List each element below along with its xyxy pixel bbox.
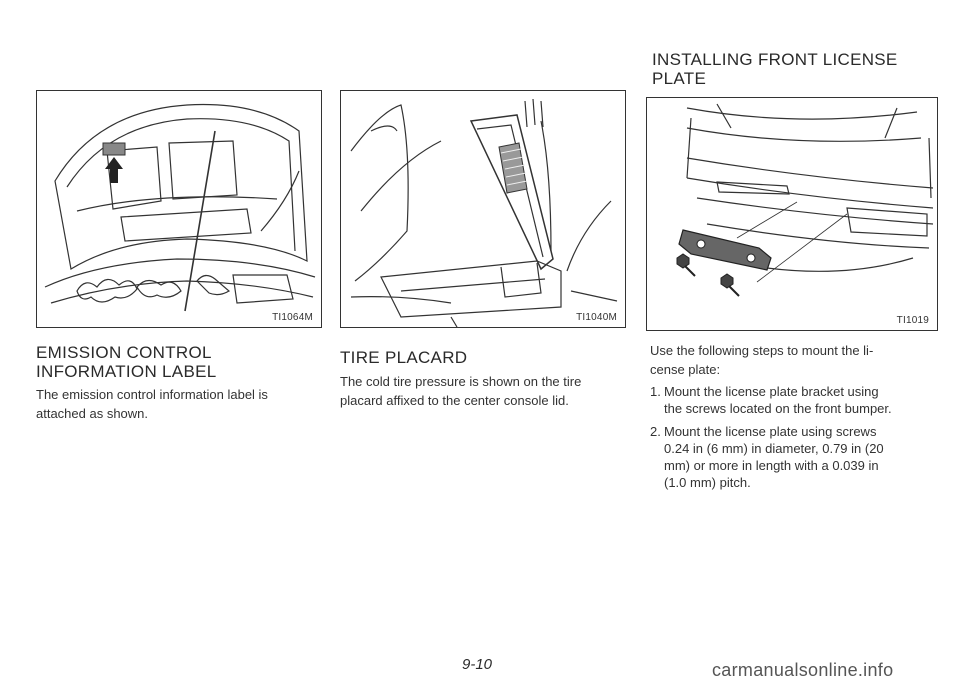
- text-line: placard affixed to the center console li…: [340, 393, 569, 408]
- text-line: The emission control information label i…: [36, 387, 268, 402]
- heading-line: INSTALLING FRONT LICENSE: [652, 50, 898, 69]
- emission-heading: EMISSION CONTROL INFORMATION LABEL: [36, 343, 216, 381]
- open-hood-label-illustration: [44, 103, 316, 312]
- text-line: cense plate:: [650, 362, 721, 377]
- step-number: 2.: [650, 424, 661, 439]
- text-line: The cold tire pressure is shown on the t…: [340, 374, 582, 389]
- heading-line: EMISSION CONTROL: [36, 343, 212, 362]
- console-lid-placard-illustration: [350, 98, 618, 327]
- figure-code: TI1040M: [576, 312, 617, 323]
- text-line: Mount the license plate using screws: [664, 424, 877, 439]
- text-line: the screws located on the front bumper.: [664, 401, 892, 416]
- figure-code: TI1064M: [272, 312, 313, 323]
- figure-code: TI1019: [896, 315, 929, 326]
- watermark-text: carmanualsonline.info: [712, 660, 894, 680]
- license-steps: 1. Mount the license plate bracket using…: [650, 383, 944, 497]
- emission-label-figure: TI1064M: [36, 90, 322, 328]
- page-number: 9-10: [462, 656, 493, 673]
- tire-description: The cold tire pressure is shown on the t…: [340, 372, 632, 410]
- text-line: attached as shown.: [36, 406, 149, 421]
- license-intro: Use the following steps to mount the li-…: [650, 341, 942, 379]
- text-line: mm) or more in length with a 0.039 in: [664, 458, 879, 473]
- text-line: 0.24 in (6 mm) in diameter, 0.79 in (20: [664, 441, 884, 456]
- front-bumper-license-bracket-illustration: [676, 103, 934, 297]
- heading-line: TIRE PLACARD: [340, 348, 468, 367]
- emission-description: The emission control information label i…: [36, 385, 326, 423]
- text-line: (1.0 mm) pitch.: [664, 475, 751, 490]
- heading-line: INFORMATION LABEL: [36, 362, 217, 381]
- text-line: Mount the license plate bracket using: [664, 384, 879, 399]
- step-item: 1. Mount the license plate bracket using…: [650, 383, 944, 417]
- step-number: 1.: [650, 384, 661, 399]
- tire-placard-figure: TI1040M: [340, 90, 626, 328]
- text-line: Use the following steps to mount the li-: [650, 343, 874, 358]
- tire-heading: TIRE PLACARD: [340, 348, 467, 367]
- license-heading: INSTALLING FRONT LICENSE PLATE: [652, 50, 898, 88]
- heading-line: PLATE: [652, 69, 707, 88]
- step-item: 2. Mount the license plate using screws …: [650, 423, 944, 491]
- license-plate-figure: TI1019: [646, 97, 938, 331]
